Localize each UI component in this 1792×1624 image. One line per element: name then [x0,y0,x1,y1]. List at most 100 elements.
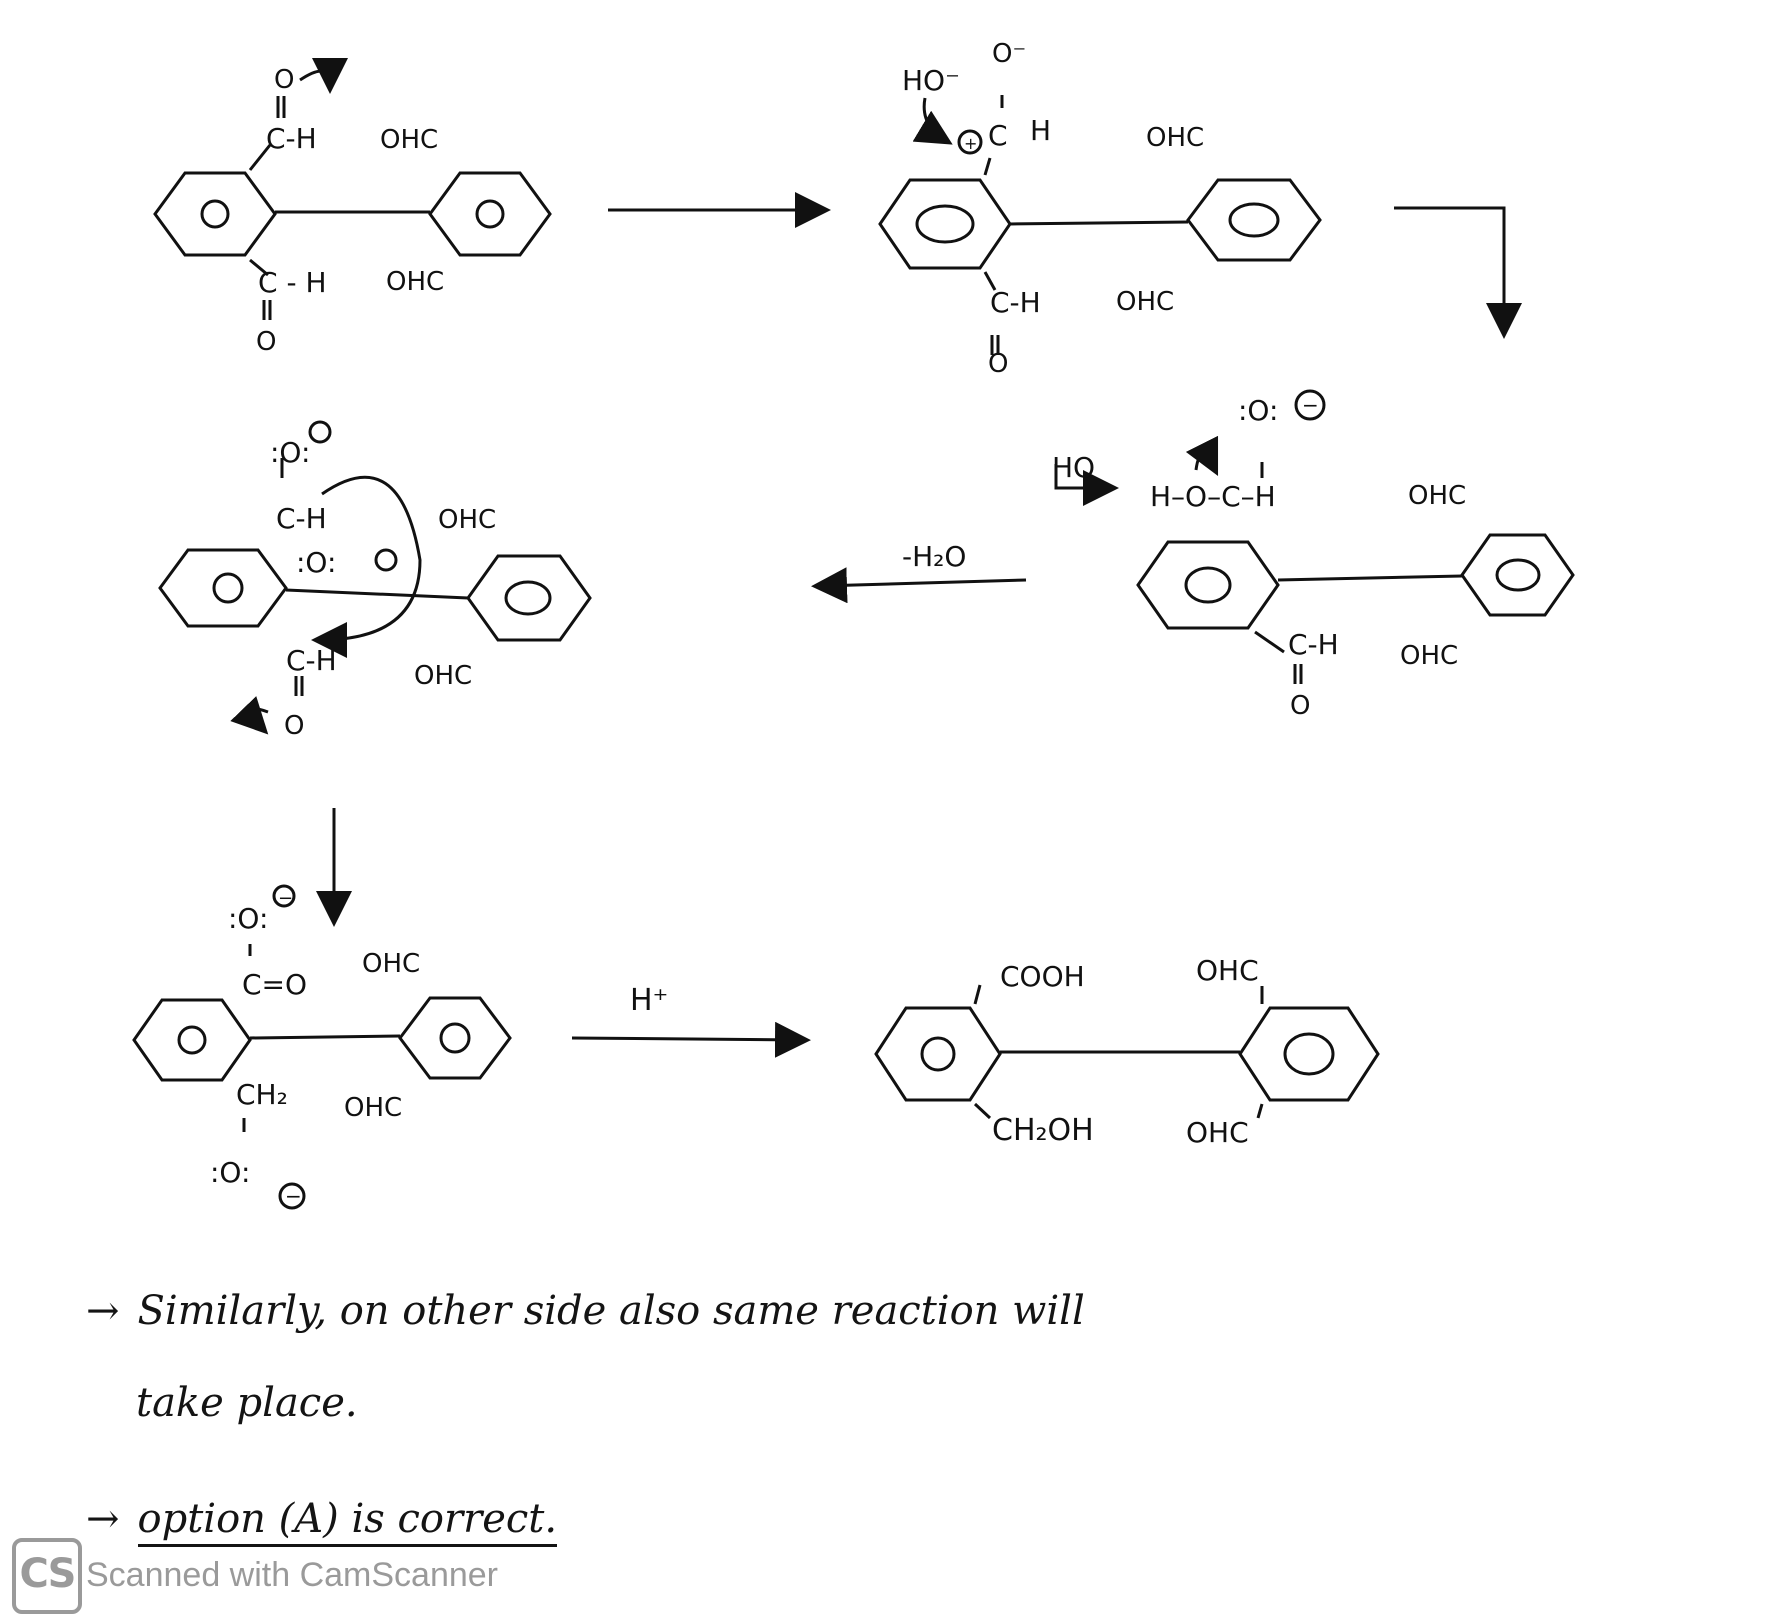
charge-circle [957,129,983,155]
aromatic-circle [177,1025,207,1055]
curved-arrow [912,97,953,145]
methylene-label: CH₂ [236,1078,288,1111]
note-line-2: take place. [136,1380,358,1426]
aromatic-circle [475,199,505,229]
structure-4 [158,420,592,735]
aromatic-circle [1184,566,1232,604]
aromatic-circle [504,580,552,616]
positive-charge: + [964,134,977,153]
biaryl-bond [249,1034,401,1040]
alkoxide-label: O⁻ [992,39,1026,69]
aromatic-circle [212,572,244,604]
curved-arrow [1054,464,1119,506]
structure-6 [874,984,1380,1120]
biaryl-bond [285,588,469,600]
aromatic-circle [1228,202,1280,238]
hydroxide-label: HO⁻ [902,64,960,97]
camscanner-logo: CS [12,1538,82,1614]
bond [249,258,269,277]
bond [973,984,982,1005]
reaction-arrow [571,1021,811,1058]
ohc-label: OHC [1408,481,1466,511]
curved-arrow [230,696,269,735]
biaryl-bond [1277,574,1463,582]
oxyanion-label: :O: [270,436,310,469]
aromatic-circle [1283,1032,1335,1076]
acid-label: H⁺ [630,983,668,1018]
reaction-arrow [1394,206,1522,339]
negative-charge: − [1302,393,1319,417]
oxyanion-label: :O: [1238,394,1278,427]
ohc-label: OHC [438,505,496,535]
aldehyde-ch-label: C-H [266,122,317,155]
carbonyl-oxygen-label: O [284,711,304,741]
note-line-3: → option (A) is correct. [86,1496,558,1547]
camscanner-watermark: Scanned with CamScanner [86,1556,499,1594]
bond [973,1102,992,1120]
charge-circle [1294,389,1326,421]
ch-label: C-H [276,502,327,535]
bond [1256,1103,1264,1119]
carbonyl-oxygen-label: O [274,65,294,95]
benzene-ring [1136,540,1280,630]
note-line-1: →Similarly, on other side also same reac… [86,1288,1085,1334]
benzene-ring [1460,533,1575,617]
benzene-ring [878,178,1012,270]
negative-charge: − [278,888,293,909]
negative-charge: − [285,1184,302,1208]
aromatic-circle [439,1022,471,1054]
answer-text: option (A) is correct. [137,1496,558,1547]
ohc-label: OHC [344,1093,402,1123]
benzene-ring [428,171,552,257]
bond [1254,630,1285,654]
aromatic-circle [200,199,230,229]
note-text: Similarly, on other side also same react… [137,1288,1085,1334]
carbonyl-oxygen-label: O [256,327,276,357]
structure-5 [132,884,512,1210]
aromatic-circle [915,204,975,244]
benzene-ring [1238,1006,1380,1102]
ohc-label: OHC [362,949,420,979]
oxyanion-label: :O: [228,902,268,935]
ohc-label: OHC [380,125,438,155]
bond [248,144,272,171]
benzene-ring [158,548,288,628]
bond [983,271,997,291]
ohc-label: OHC [1196,954,1259,987]
ohc-label: OHC [414,661,472,691]
charge-circle [374,548,398,572]
aldehyde-ch-label: C-H [990,286,1041,319]
carboxylic-acid-label: COOH [1000,960,1085,993]
ohc-label: OHC [1146,123,1204,153]
bond [983,157,992,176]
benzene-ring [132,998,252,1082]
ohc-label: OHC [1400,641,1458,671]
ohc-label: OHC [1186,1116,1249,1149]
carbonyl-oxygen-label: O [1290,691,1310,721]
biaryl-bond [1009,220,1189,226]
aromatic-circle [1495,558,1541,592]
h-o-c-h-label: H–O–C–H [1150,480,1276,513]
ohc-label: OHC [386,267,444,297]
aldehyde-ch-label: C - H [258,266,327,299]
charge-circle [272,884,296,908]
reaction-arrow [811,567,1027,604]
hydrogen-label: H [1030,114,1051,147]
aromatic-circle [920,1036,956,1072]
structure-1 [153,57,552,320]
benzene-ring [398,996,512,1080]
alkoxide-label: :O: [210,1156,250,1189]
aldehyde-ch-label: C-H [286,644,337,677]
charge-circle [308,420,332,444]
oxyanion-label: :O: [296,546,336,579]
c-label: C [988,119,1008,152]
hydroxymethyl-label: CH₂OH [992,1113,1094,1148]
carbonyl-oxygen-label: O [988,349,1008,379]
structure-3 [1054,389,1575,684]
hydroxide-label: HO [1052,451,1095,484]
bullet-arrow: → [86,1496,120,1542]
charge-circle [278,1182,306,1210]
benzene-ring [153,171,277,257]
curved-arrow [299,57,348,94]
